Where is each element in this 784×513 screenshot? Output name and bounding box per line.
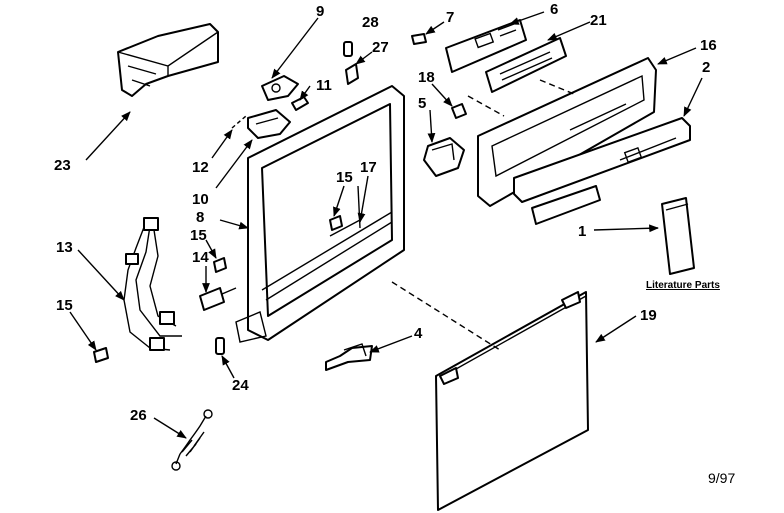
- callout-19: 19: [640, 307, 657, 324]
- part-6-control-panel: [445, 19, 527, 73]
- callout-5: 5: [418, 95, 426, 112]
- part-7-screw: [411, 33, 427, 45]
- callout-17: 17: [360, 159, 377, 176]
- part-23-top-cover: [117, 23, 219, 97]
- part-15-screw-left: [213, 257, 227, 273]
- part-9-bracket: [261, 75, 299, 101]
- date-code: 9/97: [708, 470, 735, 486]
- callout-labels: 9 28 7 6 21 27 16 2 11 18 5 23 12 10 15 …: [54, 1, 735, 486]
- part-1-strip: [531, 185, 601, 225]
- part-5-switch: [423, 137, 465, 177]
- callout-23: 23: [54, 157, 71, 174]
- callout-28: 28: [362, 14, 379, 31]
- part-16-console: [477, 57, 657, 207]
- part-2-panel: [513, 117, 691, 203]
- callout-27: 27: [372, 39, 389, 56]
- part-4-hinge: [325, 343, 373, 371]
- callout-18: 18: [418, 69, 435, 86]
- callout-4: 4: [414, 325, 423, 342]
- callout-11: 11: [316, 77, 332, 94]
- part-13-wire-harness: [123, 217, 182, 351]
- part-21-touchpad: [485, 37, 567, 93]
- part-12-pin: [231, 115, 247, 129]
- callout-26: 26: [130, 407, 147, 424]
- callout-13: 13: [56, 239, 73, 256]
- part-24-clip: [215, 337, 225, 355]
- part-15-screw-lower: [93, 347, 109, 363]
- literature-parts-label: Literature Parts: [646, 280, 720, 291]
- part-26-spring: [171, 409, 213, 471]
- callout-14: 14: [192, 249, 209, 266]
- leader-lines: [69, 11, 703, 439]
- callout-1: 1: [578, 223, 586, 240]
- callout-15-left: 15: [190, 227, 207, 244]
- callout-10: 10: [192, 191, 209, 208]
- part-19-outer-door: [435, 291, 589, 511]
- callout-16: 16: [700, 37, 717, 54]
- callout-8: 8: [196, 209, 204, 226]
- literature-booklet: [661, 197, 695, 275]
- callout-9: 9: [316, 3, 324, 20]
- part-27-clip: [345, 63, 359, 85]
- callout-12: 12: [192, 159, 209, 176]
- callout-15-frame: 15: [336, 169, 353, 186]
- part-8-door-frame: [235, 85, 405, 343]
- alignment-lines: [391, 79, 575, 351]
- part-14-switch: [199, 287, 237, 311]
- callout-24: 24: [232, 377, 249, 394]
- callout-21: 21: [590, 12, 607, 29]
- part-28-spring: [343, 41, 353, 57]
- callout-6: 6: [550, 1, 558, 18]
- part-15-screw-inner: [329, 215, 343, 231]
- callout-15-lower: 15: [56, 297, 73, 314]
- callout-2: 2: [702, 59, 710, 76]
- part-10-latch: [247, 109, 291, 139]
- part-18-knob: [451, 103, 467, 119]
- callout-7: 7: [446, 9, 454, 26]
